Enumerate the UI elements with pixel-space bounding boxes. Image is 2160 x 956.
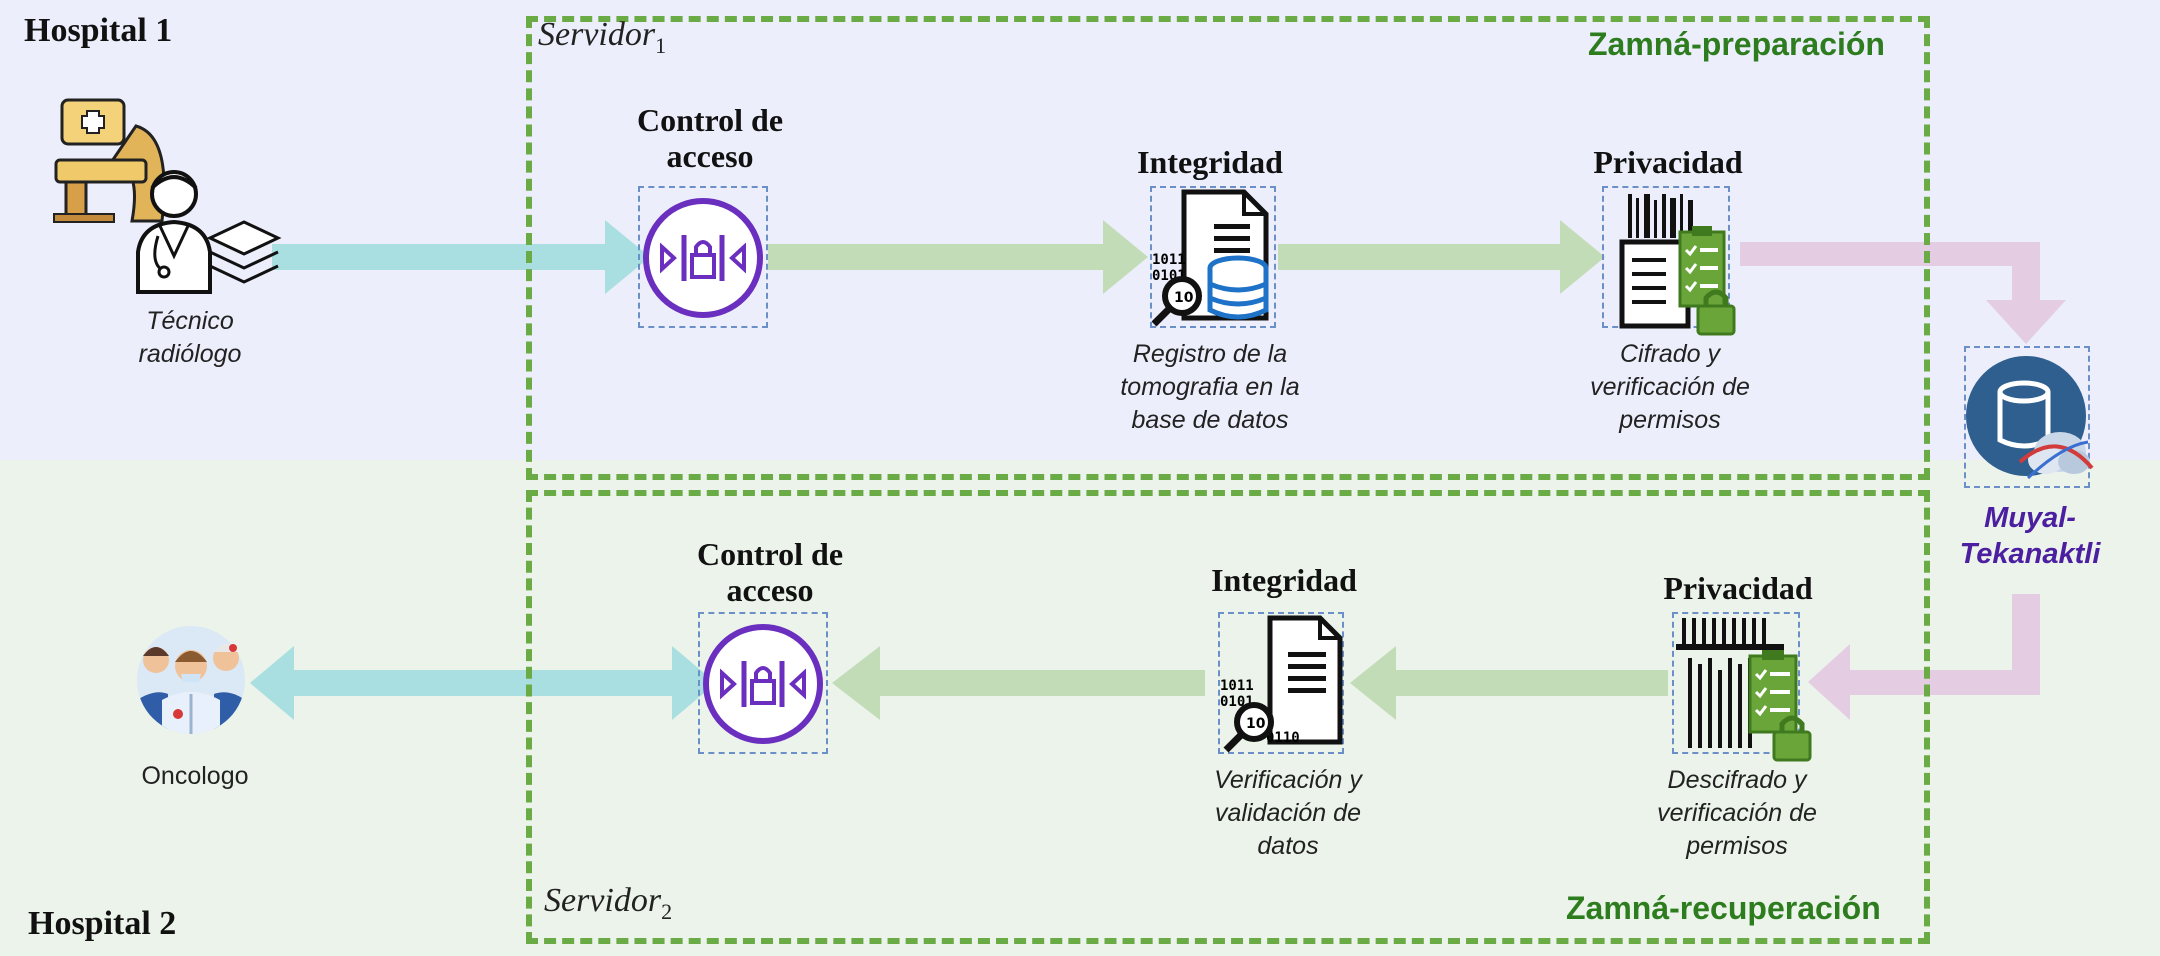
bottom-privacy-title: Privacidad <box>1663 570 1813 606</box>
svg-text:10: 10 <box>1174 290 1194 306</box>
server-1-name: Servidor1 <box>538 16 667 58</box>
arrow-privacy-to-integrity <box>1350 646 1668 720</box>
top-integrity-caption: Registro de la tomografia en la base de … <box>1120 340 1300 434</box>
layers-icon <box>206 220 282 284</box>
bottom-integrity-title: Integridad <box>1211 562 1357 598</box>
bottom-integrity-caption: Verificación y validación de datos <box>1214 766 1362 860</box>
phase-preparacion: Zamná-preparación <box>1588 26 1885 62</box>
access-lock-icon[interactable] <box>700 621 826 747</box>
arrow-cloud-to-privacy <box>1808 594 2040 720</box>
top-integrity-title: Integridad <box>1137 144 1283 180</box>
bottom-integrity-iconbox <box>1218 612 1344 754</box>
oncologist-label: Oncologo <box>141 762 249 790</box>
bottom-access-iconbox <box>698 612 828 754</box>
arrow-integrity-to-access <box>832 646 1205 720</box>
radiologist-icon <box>136 170 212 294</box>
bottom-privacy-caption: Descifrado y verificación de permisos <box>1657 766 1817 860</box>
document-search-icon: 1011 0101 0110 10 <box>1220 615 1343 753</box>
cloud-database-icon[interactable] <box>1962 350 2096 490</box>
top-privacy-title: Privacidad <box>1593 144 1743 180</box>
arrow-access-to-oncologist <box>250 646 716 720</box>
bottom-privacy-iconbox <box>1672 612 1800 754</box>
server-2-box <box>526 490 1930 944</box>
hospital-2-region <box>0 460 2160 956</box>
document-database-icon: 1011 0101 10 <box>1151 189 1269 327</box>
access-lock-icon[interactable] <box>640 195 766 321</box>
svg-text:1011: 1011 <box>1220 678 1254 694</box>
arrow-access-to-integrity <box>768 220 1148 294</box>
bottom-access-title: Control de acceso <box>696 536 844 608</box>
server-2-name: Servidor2 <box>544 882 673 924</box>
hospital-scanner-icon <box>53 98 166 223</box>
server-1-box <box>526 16 1930 480</box>
top-access-title: Control de acceso <box>636 102 784 174</box>
svg-text:1011: 1011 <box>1152 252 1186 268</box>
hospital-1-region <box>0 0 2160 460</box>
top-privacy-caption: Cifrado y verificación de permisos <box>1590 340 1750 434</box>
svg-text:0110: 0110 <box>1266 730 1300 746</box>
top-access-iconbox <box>638 186 768 328</box>
svg-text:10: 10 <box>1246 716 1266 732</box>
encrypted-document-icon <box>1619 194 1736 336</box>
medical-team-icon <box>137 626 245 734</box>
cloud-iconbox <box>1964 346 2090 488</box>
arrow-integrity-to-privacy <box>1278 220 1605 294</box>
cloud-label: Muyal- Tekanaktli <box>1959 502 2101 570</box>
arrow-radiologist-to-access <box>272 220 650 294</box>
top-integrity-iconbox <box>1150 186 1276 328</box>
arrow-privacy-to-cloud <box>1740 242 2066 344</box>
decrypt-document-icon <box>1676 618 1812 762</box>
hospital-1-label: Hospital 1 <box>24 12 173 49</box>
hospital-2-label: Hospital 2 <box>28 905 177 942</box>
radiologist-label: Técnico radiólogo <box>138 307 242 368</box>
phase-recuperacion: Zamná-recuperación <box>1566 890 1881 926</box>
